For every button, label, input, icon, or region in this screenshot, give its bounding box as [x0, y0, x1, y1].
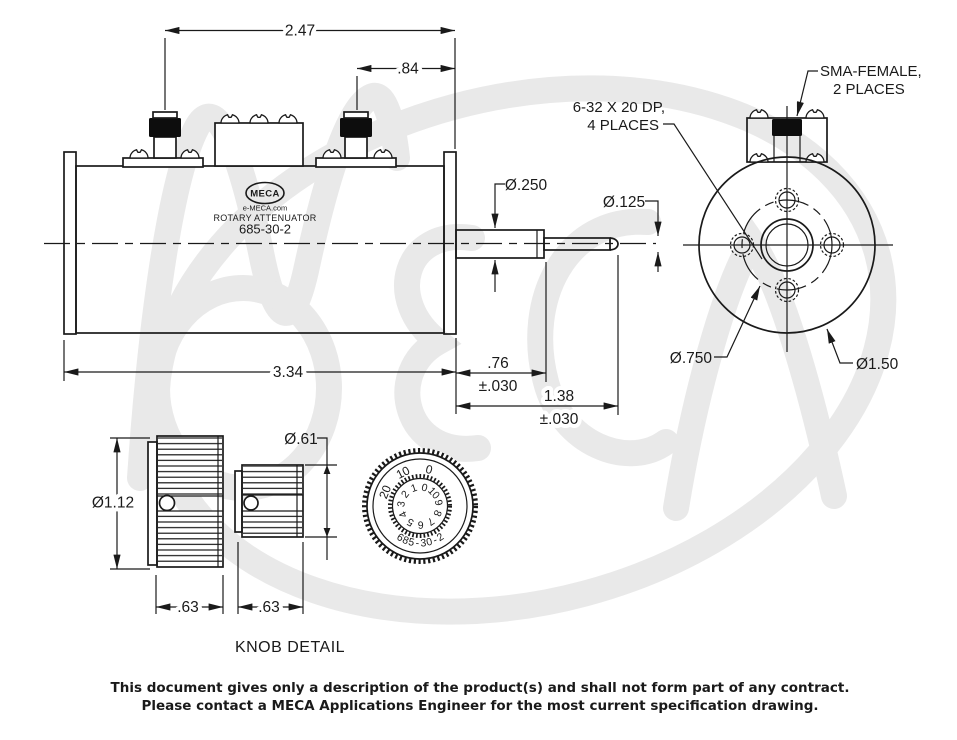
dial-number: 10 [394, 463, 413, 482]
sma-connector-left [122, 111, 204, 168]
knob-detail: Ø1.12 Ø.61 .63 .63 [88, 431, 478, 656]
product-type-text: ROTARY ATTENUATOR [213, 213, 316, 223]
dim-shaft-dia-text: Ø.125 [603, 194, 645, 211]
dim-small-knob-dia: Ø.61 [284, 431, 337, 560]
dim-body-dia-text: Ø1.50 [856, 356, 899, 373]
screw-head-icon [278, 114, 298, 124]
dim-small-knob-width-text: .63 [258, 599, 280, 616]
dim-connector-offset-text: .84 [397, 61, 419, 78]
small-knob-side [234, 464, 304, 538]
sma-connector-right [315, 111, 397, 168]
dial-model-label: 685-30-2 [394, 531, 446, 550]
dim-small-knob-width: .63 [237, 542, 304, 620]
body-label: MECA e-MECA.com ROTARY ATTENUATOR 685-30… [213, 181, 316, 237]
dial-number: 6 [394, 531, 405, 544]
screw-head-icon [129, 149, 149, 159]
dial-number: 1 [409, 482, 419, 495]
footer-line2: Please contact a MECA Applications Engin… [141, 698, 818, 714]
dial-number: 4 [397, 509, 410, 520]
screw-head-icon [249, 114, 269, 124]
callout-tap: 6-32 X 20 DP, 4 PLACES [573, 99, 763, 260]
dim-large-knob-width: .63 [155, 575, 224, 620]
dim-bushing-length-tol-text: ±.030 [479, 378, 518, 395]
center-block [214, 114, 304, 167]
dial-number: 3 [420, 537, 427, 549]
inner-knurl-ring [388, 474, 452, 538]
dim-top-width: 2.47 [164, 19, 456, 149]
dial-number: 5 [407, 536, 416, 549]
dim-large-knob-dia: Ø1.12 [88, 437, 150, 570]
dial-number: 3 [395, 500, 408, 507]
dial-number: 9 [432, 499, 445, 507]
body-outline-circle [698, 156, 876, 334]
dim-bolt-circle: Ø.750 [670, 285, 761, 367]
dial-number: 8 [430, 508, 443, 518]
tapped-holes [729, 187, 845, 303]
callout-sma-line2: 2 PLACES [833, 81, 905, 98]
dial-number: 0 [420, 482, 429, 495]
dim-body-length-text: 3.34 [273, 364, 304, 381]
dim-shaft-dia: Ø.125 [603, 194, 662, 272]
dial-number: 0 [425, 536, 434, 549]
bolt-circle [741, 199, 833, 291]
dim-bolt-circle-text: Ø.750 [670, 350, 713, 367]
dim-connector-offset: .84 [356, 57, 455, 110]
footer-line1: This document gives only a description o… [111, 680, 850, 696]
callout-sma: SMA-FEMALE, 2 PLACES [796, 63, 922, 117]
rotary-shaft [455, 229, 619, 259]
callout-tap-line1: 6-32 X 20 DP, [573, 99, 665, 116]
callout-sma-line1: SMA-FEMALE, [820, 63, 922, 80]
footer-disclaimer: This document gives only a description o… [111, 680, 850, 714]
shaft-bushing-inner [765, 223, 809, 267]
meca-logo-icon [245, 181, 285, 205]
brand-logo-text: MECA [250, 189, 280, 200]
dim-bushing-dia-text: Ø.250 [505, 177, 548, 194]
shaft-bushing-outer [760, 218, 814, 272]
knob-detail-title: KNOB DETAIL [235, 639, 345, 656]
dim-small-knob-dia-text: Ø.61 [284, 431, 318, 448]
dial-number: 5 [405, 515, 416, 528]
website-text: e-MECA.com [243, 204, 288, 213]
end-view: 6-32 X 20 DP, 4 PLACES SMA-FEMALE, 2 PLA… [573, 63, 922, 373]
dim-shaft-length-tol-text: ±.030 [540, 411, 579, 428]
dial-number: 6 [417, 518, 423, 530]
outer-knurl-ring [362, 448, 478, 564]
sma-nut [149, 118, 181, 137]
dim-body-length: 3.34 [63, 338, 457, 414]
dim-bushing-length-text: .76 [487, 355, 509, 372]
sma-nut [340, 118, 372, 137]
callout-tap-line2: 4 PLACES [587, 117, 659, 134]
dial-number: - [431, 534, 440, 547]
dim-body-dia: Ø1.50 [826, 328, 899, 373]
dim-shaft-length-text: 1.38 [544, 388, 574, 405]
screw-head-icon [805, 109, 825, 119]
dial-number: - [415, 537, 420, 549]
set-screw-hole [243, 495, 259, 511]
set-screw-hole [158, 494, 176, 512]
dim-bushing-dia: Ø.250 [491, 177, 548, 292]
model-number-text: 685-30-2 [239, 222, 291, 237]
dim-shaft-length: 1.38 ±.030 [456, 255, 619, 432]
dim-large-knob-dia-text: Ø1.12 [92, 495, 134, 512]
sma-nut [772, 119, 802, 136]
side-view: MECA e-MECA.com ROTARY ATTENUATOR 685-30… [44, 19, 662, 432]
dial-number: 7 [425, 515, 437, 528]
dim-top-width-text: 2.47 [285, 23, 315, 40]
dim-large-knob-width-text: .63 [177, 599, 199, 616]
dial-number: 0 [424, 462, 434, 477]
dial-number: 2 [435, 531, 447, 544]
sma-connector-front [746, 109, 828, 163]
dial-number: 8 [401, 534, 411, 547]
dial-number: 20 [376, 483, 394, 501]
dim-bushing-length: .76 ±.030 [456, 262, 547, 395]
large-knob-side [147, 435, 224, 568]
